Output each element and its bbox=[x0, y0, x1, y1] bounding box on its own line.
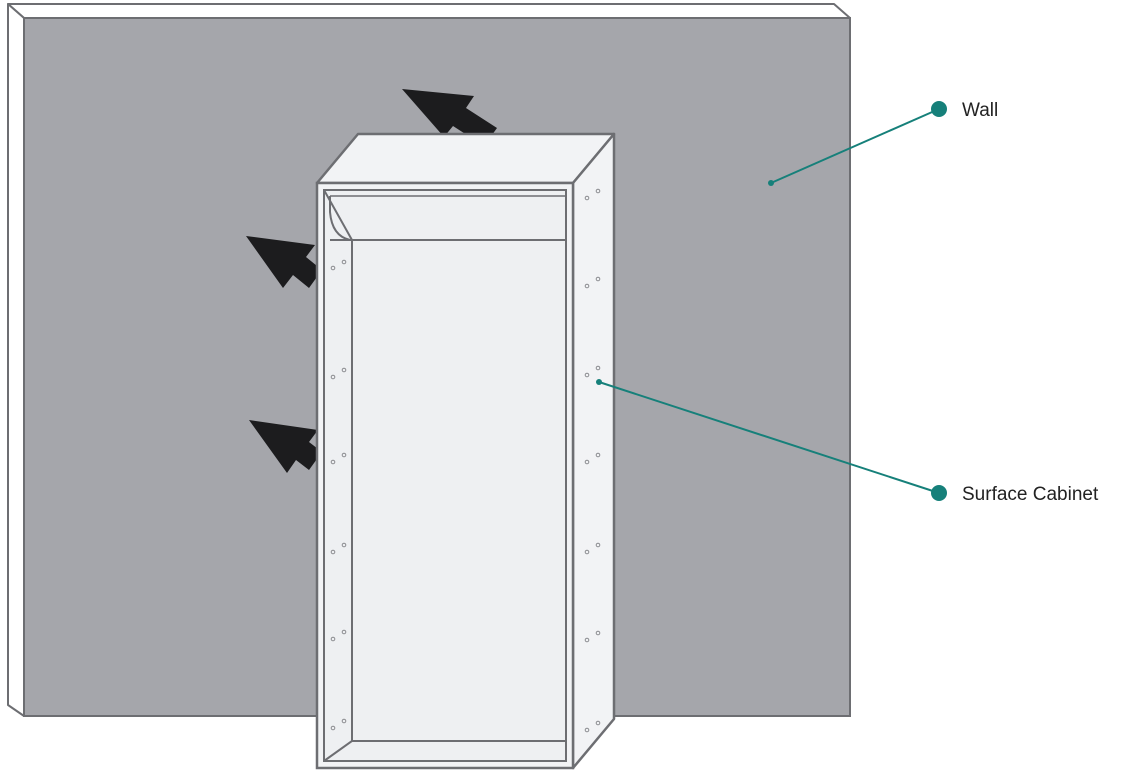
callout-dot-icon bbox=[931, 485, 947, 501]
cabinet-top-lip bbox=[329, 196, 351, 241]
push-direction-arrow bbox=[249, 420, 322, 473]
wall-top-edge bbox=[7, 3, 851, 19]
wall-leader-line bbox=[770, 108, 940, 184]
wall-callout: Wall bbox=[768, 100, 998, 186]
surface-cabinet bbox=[315, 132, 616, 770]
callout-dot-icon bbox=[931, 101, 947, 117]
push-arrows bbox=[246, 89, 497, 473]
push-direction-arrow bbox=[246, 236, 322, 288]
cabinet-leader-line bbox=[598, 381, 940, 494]
cabinet-callout: Surface Cabinet bbox=[596, 379, 1099, 505]
cabinet-top bbox=[315, 132, 616, 185]
cabinet-label: Surface Cabinet bbox=[962, 484, 1099, 505]
mounting-holes-left bbox=[330, 259, 347, 731]
cabinet-inner-left bbox=[323, 189, 353, 762]
cabinet-side bbox=[571, 132, 616, 770]
cabinet-back-panel bbox=[323, 189, 567, 762]
wall-label: Wall bbox=[962, 100, 998, 121]
wall-left-edge bbox=[7, 3, 25, 717]
push-direction-arrow bbox=[402, 89, 497, 146]
mounting-holes-right bbox=[584, 188, 601, 733]
